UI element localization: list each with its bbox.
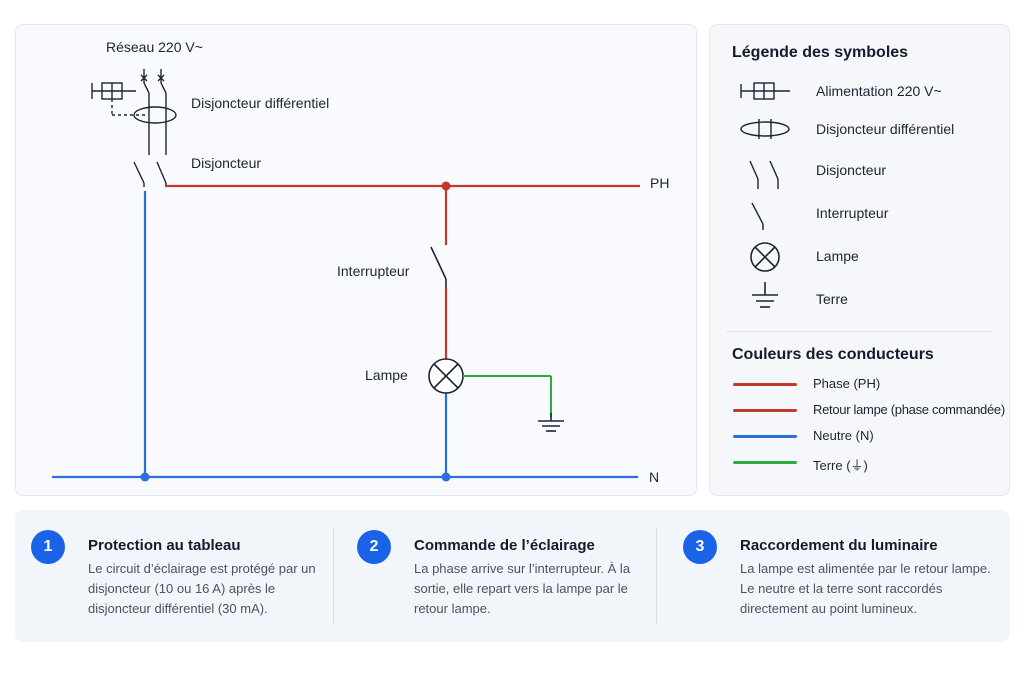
ground-icon [752, 282, 778, 308]
phase-color-swatch [733, 383, 797, 386]
legend-label-breaker: Disjoncteur [816, 162, 887, 178]
lamp-return-color-label: Retour lampe (phase commandée) [813, 402, 1005, 417]
step-number-badge: 3 [683, 530, 717, 564]
power-supply-symbol [91, 82, 146, 116]
wiring-diagram: Réseau 220 V~ Disjoncteur différentiel D… [52, 39, 669, 485]
breaker-label: Disjoncteur [191, 155, 261, 171]
colors-legend-title: Couleurs des conducteurs [732, 346, 934, 363]
lamp-label: Lampe [365, 367, 408, 383]
step-number-badge: 1 [31, 530, 65, 564]
phase-junction [441, 181, 451, 191]
neutral-junction-right [441, 472, 451, 482]
earth-color-swatch [733, 461, 797, 464]
phase-color-label: Phase (PH) [813, 376, 881, 391]
wiring-diagram-panel: Réseau 220 V~ Disjoncteur différentiel D… [15, 24, 697, 496]
breaker-icon [749, 160, 779, 189]
legend-label-switch: Interrupteur [816, 205, 889, 221]
switch-label: Interrupteur [337, 263, 410, 279]
earth-color-label: Terre (⏚) [813, 458, 868, 473]
lamp-symbol [428, 358, 464, 394]
step-separator [656, 528, 657, 624]
step-1: 1 Protection au tableau Le circuit d’écl… [15, 510, 333, 642]
step-separator [333, 528, 334, 624]
switch-symbol [430, 246, 447, 280]
lamp-return-color-swatch [733, 409, 797, 412]
legend-label-ground: Terre [816, 291, 848, 307]
differential-breaker-icon [740, 119, 790, 139]
legend-label-differential: Disjoncteur différentiel [816, 121, 955, 137]
legend-symbol-icons [740, 82, 790, 308]
neutral-junction-left [140, 472, 150, 482]
breaker-symbol [133, 161, 167, 187]
legend-label-lamp: Lampe [816, 248, 859, 264]
neutral-label: N [649, 469, 659, 485]
earth-conductor [463, 375, 552, 417]
power-supply-icon [740, 82, 790, 100]
ground-symbol [538, 413, 564, 432]
step-description: Le circuit d’éclairage est protégé par u… [88, 561, 316, 616]
differential-toroid [133, 106, 177, 124]
step-title: Commande de l’éclairage [414, 537, 595, 554]
step-2: 2 Commande de l’éclairage La phase arriv… [341, 510, 657, 642]
step-title: Raccordement du luminaire [740, 537, 938, 554]
incoming-poles [140, 69, 167, 155]
neutral-color-swatch [733, 435, 797, 438]
legend-divider [726, 331, 993, 332]
neutral-conductor [52, 191, 638, 479]
legend-label-power-supply: Alimentation 220 V~ [816, 83, 942, 99]
step-title: Protection au tableau [88, 537, 241, 554]
step-description: La phase arrive sur l’interrupteur. À la… [414, 561, 631, 616]
step-description: La lampe est alimentée par le retour lam… [740, 561, 991, 616]
explanation-steps-panel: 1 Protection au tableau Le circuit d’écl… [15, 510, 1010, 642]
symbols-legend-title: Légende des symboles [732, 44, 909, 61]
differential-label: Disjoncteur différentiel [191, 95, 329, 111]
network-label: Réseau 220 V~ [106, 39, 203, 55]
phase-conductor [166, 184, 640, 359]
step-number-badge: 2 [357, 530, 391, 564]
legend-panel: Légende des symboles [709, 24, 1010, 496]
step-3: 3 Raccordement du luminaire La lampe est… [667, 510, 1007, 642]
switch-icon [751, 202, 764, 230]
neutral-color-label: Neutre (N) [813, 428, 874, 443]
lamp-icon [750, 242, 780, 272]
phase-label: PH [650, 175, 669, 191]
